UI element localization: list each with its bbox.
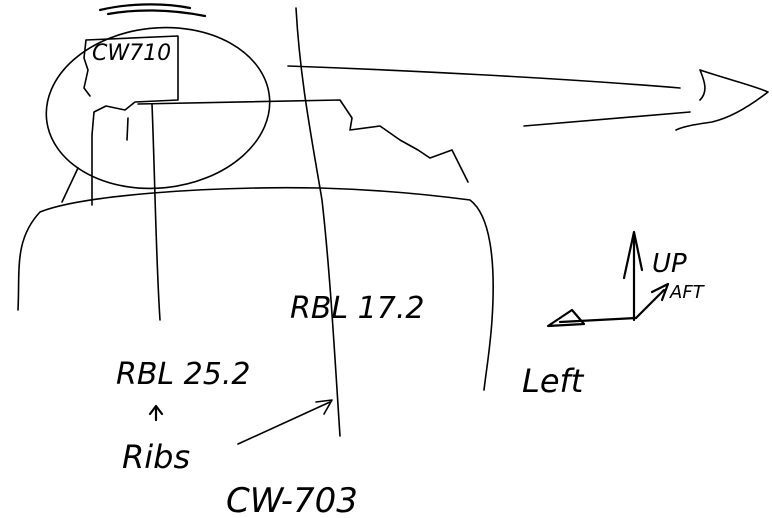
body-outline	[17, 186, 494, 391]
left-label: Left	[522, 362, 585, 400]
rbl-17-line	[295, 7, 341, 437]
ribs-arrowhead	[315, 399, 333, 415]
top-scribble	[98, 3, 207, 18]
cw710-label: CW710	[92, 41, 171, 66]
ribs-arrow	[237, 401, 331, 445]
aft-axis	[634, 288, 666, 320]
rbl-25-label: RBL 25.2	[116, 357, 250, 392]
fwd-arrow-lower	[523, 111, 691, 127]
left-axis	[558, 316, 638, 324]
up-arrowhead	[622, 230, 644, 280]
ribs-label: Ribs	[122, 438, 190, 476]
cw703-label: CW-703	[226, 481, 358, 518]
detail-circle	[45, 26, 271, 190]
stringer-line	[137, 99, 469, 183]
cw710-tick	[126, 117, 129, 141]
rbl-25-line	[151, 103, 161, 321]
aft-label: AFT	[669, 282, 706, 303]
rbl-17-label: RBL 17.2	[290, 291, 424, 326]
left-arrowhead	[546, 308, 586, 328]
left-edge-line	[61, 167, 79, 203]
fwd-arrowhead	[675, 69, 769, 131]
cw710-outline	[83, 35, 179, 206]
up-label: UP	[652, 249, 687, 279]
ribs-up-arrow	[148, 404, 164, 422]
aft-arrowhead	[650, 282, 670, 302]
fwd-arrow-upper	[287, 65, 681, 89]
